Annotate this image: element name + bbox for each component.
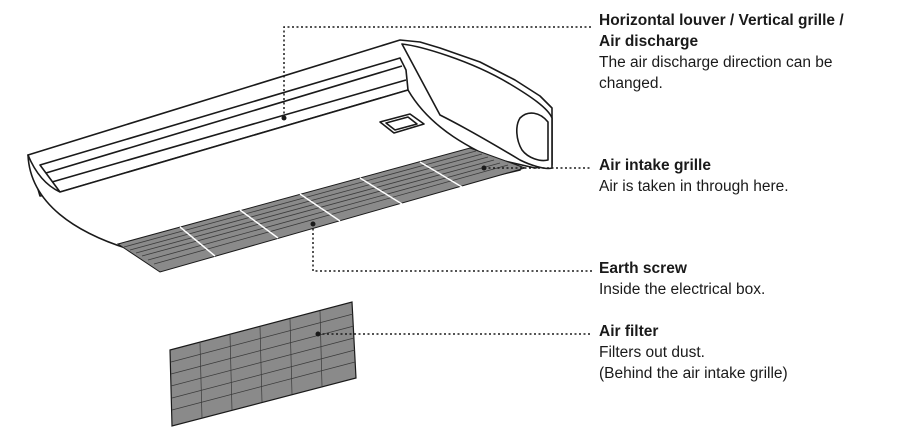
louver-line [45,65,407,183]
callout-air-filter: Air filter Filters out dust. (Behind the… [599,321,899,384]
discharge-desc-line1: The air discharge direction can be [599,54,833,71]
indoor-unit [27,39,553,256]
unit-end-cap [401,43,553,170]
unit-end-cap-opening [516,112,549,162]
earth-desc: Inside the electrical box. [599,281,766,298]
leader-lines [283,26,592,335]
callout-intake: Air intake grille Air is taken in throug… [599,155,899,197]
filter-desc-line1: Filters out dust. [599,344,705,361]
discharge-title-line2: Air discharge [599,33,699,50]
callout-earth-screw: Earth screw Inside the electrical box. [599,258,899,300]
intake-title: Air intake grille [599,157,711,174]
earth-title: Earth screw [599,260,687,277]
leader-dots [281,115,487,337]
air-filter-drawing [169,301,357,427]
filter-desc-line2: (Behind the air intake grille) [599,365,788,382]
discharge-title-line1: Horizontal louver / Vertical grille / [599,12,844,29]
leader-discharge [283,26,592,118]
filter-title: Air filter [599,323,659,340]
intake-desc: Air is taken in through here. [599,178,789,195]
leader-earth [312,224,592,272]
callout-discharge: Horizontal louver / Vertical grille / Ai… [599,10,899,94]
discharge-desc-line2: changed. [599,75,663,92]
signal-receiver-inner [385,116,418,131]
